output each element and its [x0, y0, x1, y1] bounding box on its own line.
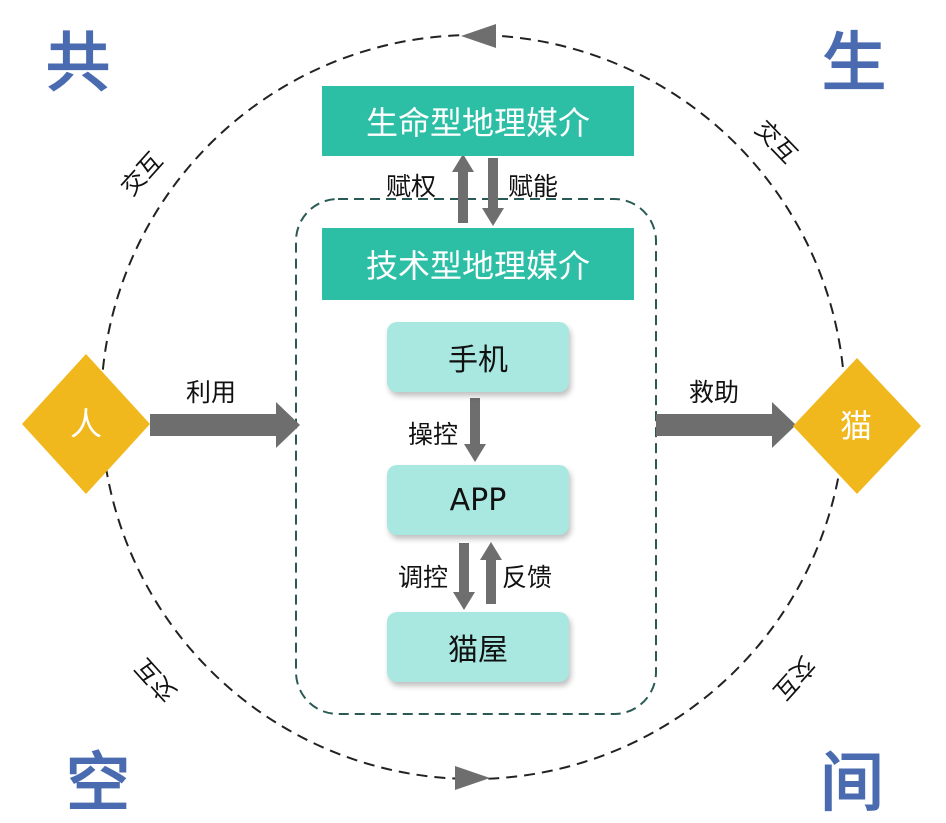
human-label: 人 — [70, 405, 103, 443]
tech-media-container — [295, 198, 657, 715]
feedback-arrow — [480, 542, 502, 604]
rescue-arrow — [656, 402, 796, 448]
empower-label: 赋权 — [386, 172, 437, 201]
rescue-label: 救助 — [689, 378, 740, 407]
circle-arrowhead-top — [461, 24, 496, 48]
operate-label: 操控 — [408, 420, 459, 449]
cat-diamond — [793, 358, 921, 494]
corner-sheng: 生 — [822, 27, 886, 101]
enable-label: 赋能 — [508, 172, 559, 201]
corner-gong: 共 — [46, 27, 110, 101]
feedback-label: 反馈 — [502, 563, 553, 592]
operate-arrow — [464, 398, 486, 462]
tech-geomedia-box: 技术型地理媒介 — [322, 228, 634, 300]
cat-house-box: 猫屋 — [387, 612, 569, 682]
corner-kong: 空 — [66, 747, 130, 821]
circle-arrowhead-bottom — [455, 766, 490, 790]
phone-box: 手机 — [387, 322, 569, 392]
regulate-label: 调控 — [398, 563, 449, 592]
human-diamond — [22, 354, 150, 494]
use-label: 利用 — [186, 378, 237, 407]
empower-up-arrow — [452, 154, 474, 223]
app-box: APP — [387, 465, 569, 535]
corner-jian: 间 — [820, 747, 884, 821]
empower-down-arrow — [482, 158, 504, 226]
use-arrow — [150, 402, 300, 448]
life-geomedia-box: 生命型地理媒介 — [322, 86, 634, 156]
cat-label: 猫 — [840, 407, 873, 445]
regulate-arrow — [453, 543, 475, 610]
